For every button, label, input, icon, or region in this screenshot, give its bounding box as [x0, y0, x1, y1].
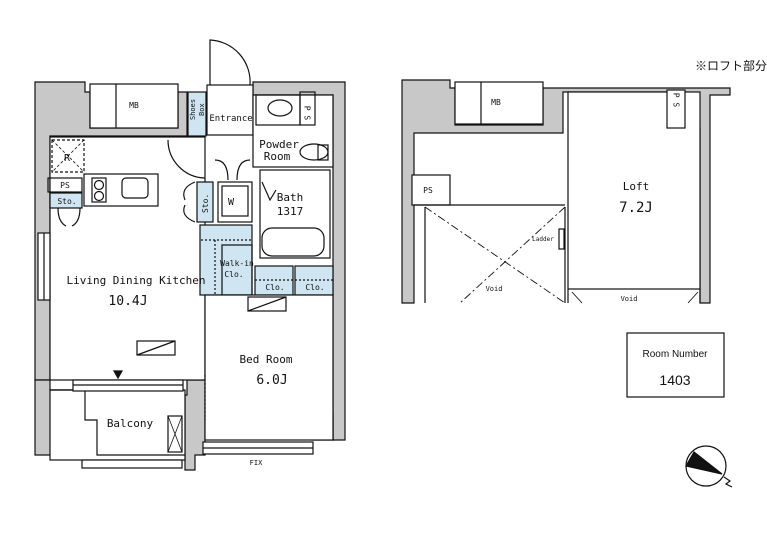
room-number-value: 1403 — [659, 372, 690, 388]
marker-triangle-icon — [112, 370, 124, 380]
kitchen-sink-icon — [121, 177, 149, 199]
compass-icon — [685, 445, 733, 488]
sink-icon — [267, 99, 293, 117]
bath-size: 1317 — [277, 205, 304, 218]
entrance-area — [206, 84, 254, 136]
bedroom-size: 6.0J — [256, 373, 287, 388]
ldk-label: Living Dining Kitchen — [66, 274, 205, 287]
shoes-box-label-2: Box — [198, 103, 206, 116]
aircon-ldk-icon — [136, 340, 176, 356]
aircon-bedroom-icon — [247, 296, 287, 312]
powder-room-label-2: Room — [264, 150, 291, 163]
powder-room — [252, 94, 334, 168]
hatch-icon — [167, 415, 183, 453]
kitchen-storage-label: Sto. — [57, 197, 76, 206]
loft-size: 7.2J — [619, 200, 653, 216]
mb-label: MB — [129, 101, 139, 110]
loft-mb — [454, 81, 544, 125]
kitchen-storage — [49, 192, 83, 209]
shoes-box — [187, 91, 207, 137]
void-2 — [571, 291, 699, 304]
fix-label: FIX — [250, 459, 263, 467]
void-1-label: Void — [486, 285, 503, 293]
loft-mb-label: MB — [491, 98, 501, 107]
hall-storage — [196, 181, 214, 223]
kitchen-ps-label: PS — [60, 181, 70, 190]
ldk-size: 10.4J — [108, 294, 147, 309]
mb-closet — [89, 83, 179, 129]
loft-ps-left-label: PS — [423, 186, 433, 195]
walk-in-closet-label-2: Clo. — [224, 270, 243, 279]
loft-label: Loft — [623, 180, 650, 193]
void-2-label: Void — [621, 295, 638, 303]
room-number-box — [626, 332, 725, 398]
hall-storage-label: Sto. — [201, 194, 210, 213]
bath-room — [259, 169, 331, 259]
entrance-label: Entrance — [209, 114, 252, 124]
powder-room-label-1: Powder — [259, 138, 299, 151]
fridge-label: R — [64, 153, 71, 164]
bedroom-label: Bed Room — [240, 353, 293, 366]
balcony-label: Balcony — [107, 417, 154, 430]
kitchen-counter — [83, 173, 159, 207]
washer-label: W — [228, 197, 235, 208]
loft-note: ※ロフト部分 — [695, 58, 767, 73]
bed-room — [204, 294, 334, 441]
walk-in-closet-label-1: Walk-in — [220, 259, 254, 268]
loft-ps-right-label: P S — [672, 93, 681, 108]
void-1 — [424, 206, 566, 304]
room-number-label: Room Number — [642, 349, 708, 360]
closet-1-label: Clo. — [265, 283, 284, 292]
ladder-icon[interactable] — [558, 228, 565, 250]
balcony — [49, 389, 186, 461]
fridge-space — [51, 139, 85, 173]
closet-2-label: Clo. — [305, 283, 324, 292]
shoes-box-label-1: Shoes — [189, 99, 197, 120]
washer-space — [217, 181, 253, 223]
ladder-label: Ladder — [532, 236, 554, 243]
entrance-door-icon — [209, 39, 251, 86]
stove-icon — [91, 177, 107, 203]
walk-in-closet — [199, 224, 253, 296]
bath-label: Bath — [277, 191, 304, 204]
ps-top-label: P S — [303, 106, 312, 121]
bathtub-icon — [261, 227, 325, 257]
